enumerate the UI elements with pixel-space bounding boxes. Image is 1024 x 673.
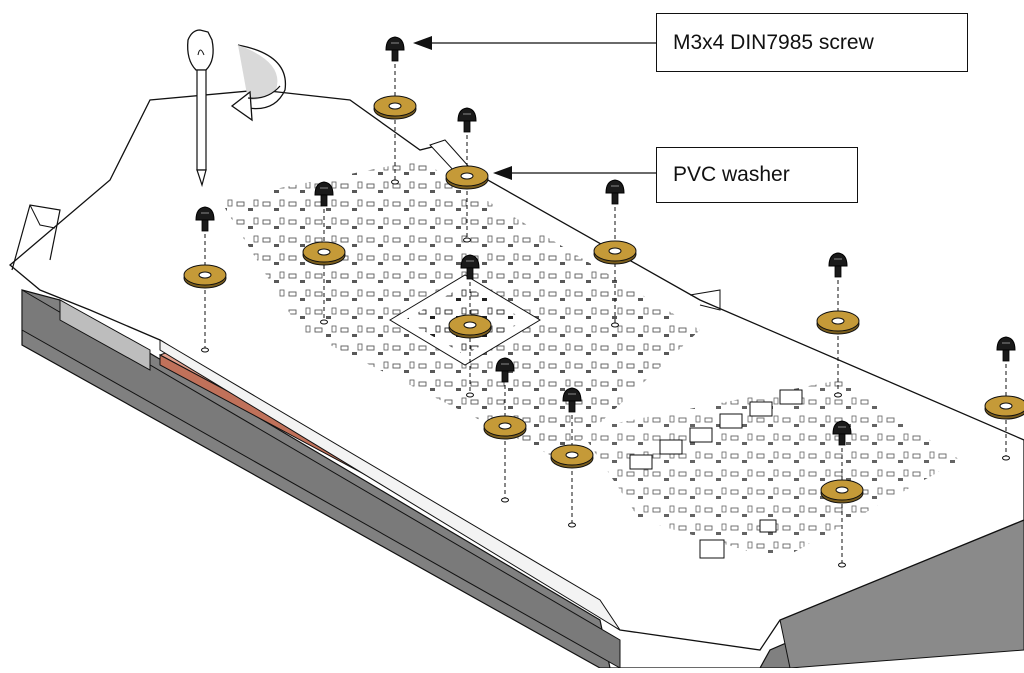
screw-icon — [605, 179, 625, 205]
mounting-hole — [568, 522, 576, 528]
mounting-hole — [466, 392, 474, 398]
screw-icon — [460, 254, 480, 280]
vrm-components — [629, 389, 803, 559]
mounting-hole — [1002, 455, 1010, 461]
mounting-hole — [463, 237, 471, 243]
screw-icon — [996, 336, 1016, 362]
screw-icon — [314, 181, 334, 207]
mounting-hole — [611, 322, 619, 328]
washer-icon — [816, 310, 860, 335]
screw-icon — [457, 107, 477, 133]
screwdriver-icon — [187, 29, 214, 188]
mounting-hole — [391, 179, 399, 185]
screw-icon — [832, 420, 852, 446]
screw-callout: M3x4 DIN7985 screw — [656, 13, 968, 72]
mounting-hole — [838, 562, 846, 568]
rotation-arrow-icon — [230, 44, 287, 122]
washer-callout-label: PVC washer — [673, 163, 790, 186]
hardware-group — [183, 36, 1024, 568]
washer-icon — [448, 314, 492, 339]
screw-callout-label: M3x4 DIN7985 screw — [673, 30, 874, 54]
washer-icon — [445, 165, 489, 190]
mounting-hole — [501, 497, 509, 503]
screw-icon — [562, 387, 582, 413]
mounting-hole — [834, 392, 842, 398]
washer-icon — [820, 479, 864, 504]
washer-icon — [302, 241, 346, 266]
washer-icon — [593, 240, 637, 265]
washer-icon — [183, 264, 227, 289]
washer-icon — [373, 95, 417, 120]
screw-icon — [385, 36, 405, 62]
washer-icon — [984, 395, 1024, 420]
screw-icon — [195, 206, 215, 232]
washer-icon — [550, 444, 594, 469]
washer-callout: PVC washer — [656, 147, 858, 203]
screw-icon — [828, 252, 848, 278]
washer-icon — [483, 415, 527, 440]
screw-icon — [495, 357, 515, 383]
callout-leaders — [413, 36, 657, 180]
mounting-hole — [201, 347, 209, 353]
mounting-hole — [320, 319, 328, 325]
